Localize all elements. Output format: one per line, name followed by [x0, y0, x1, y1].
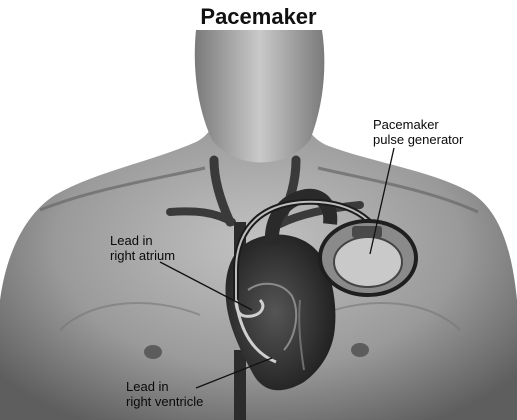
- label-lead-atrium-line1: Lead in: [110, 233, 175, 248]
- pulse-generator-header: [352, 226, 382, 238]
- diagram-title: Pacemaker: [0, 4, 517, 30]
- right-nipple: [351, 343, 369, 357]
- label-pulse-generator: Pacemaker pulse generator: [373, 117, 463, 147]
- left-nipple: [144, 345, 162, 359]
- pulse-generator-inner: [334, 237, 402, 287]
- label-pulse-generator-line1: Pacemaker: [373, 117, 463, 132]
- label-lead-ventricle-line2: right ventricle: [126, 394, 203, 409]
- label-lead-atrium: Lead in right atrium: [110, 233, 175, 263]
- label-pulse-generator-line2: pulse generator: [373, 132, 463, 147]
- label-lead-ventricle-line1: Lead in: [126, 379, 203, 394]
- label-lead-atrium-line2: right atrium: [110, 248, 175, 263]
- label-lead-ventricle: Lead in right ventricle: [126, 379, 203, 409]
